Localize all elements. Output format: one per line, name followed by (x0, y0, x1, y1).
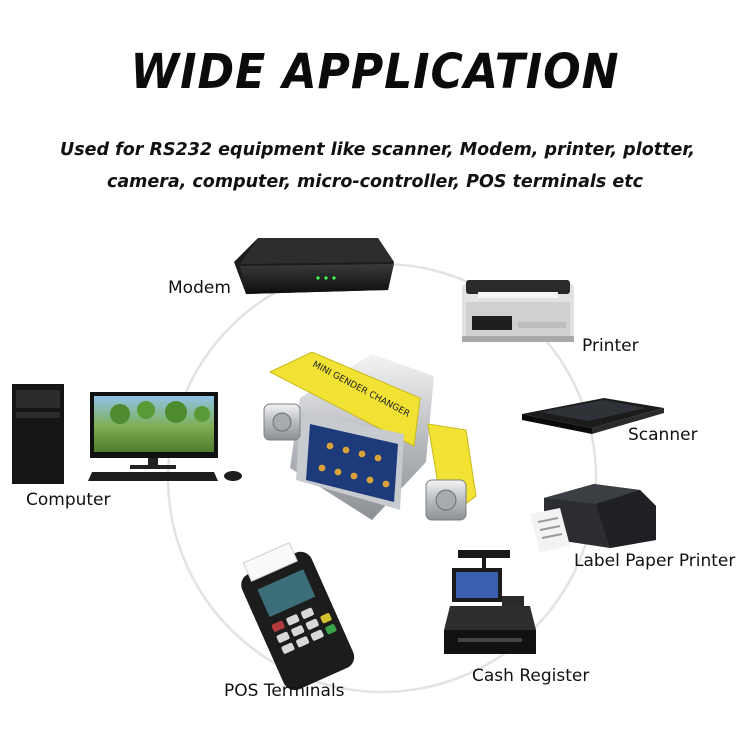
pos-terminal-image (241, 542, 355, 691)
subtitle-line-1: Used for RS232 equipment like scanner, M… (60, 140, 696, 160)
cash-register-image (444, 550, 536, 654)
subtitle-line-2: camera, computer, micro-controller, POS … (106, 172, 644, 192)
label-scanner: Scanner (628, 425, 698, 445)
label-modem: Modem (168, 278, 231, 298)
label-label-paper-printer: Label Paper Printer (574, 551, 736, 571)
gender-changer-image: MINI GENDER CHANGER (263, 351, 477, 521)
label-cash-register: Cash Register (472, 666, 590, 686)
scanner-image (522, 398, 664, 434)
label-printer-image (530, 484, 656, 552)
label-printer: Printer (582, 336, 639, 356)
label-pos-terminals: POS Terminals (224, 681, 345, 701)
printer-image (462, 280, 574, 342)
page-title: WIDE APPLICATION (130, 44, 620, 100)
label-computer: Computer (26, 490, 111, 510)
computer-image (12, 384, 242, 484)
modem-image (234, 238, 394, 294)
